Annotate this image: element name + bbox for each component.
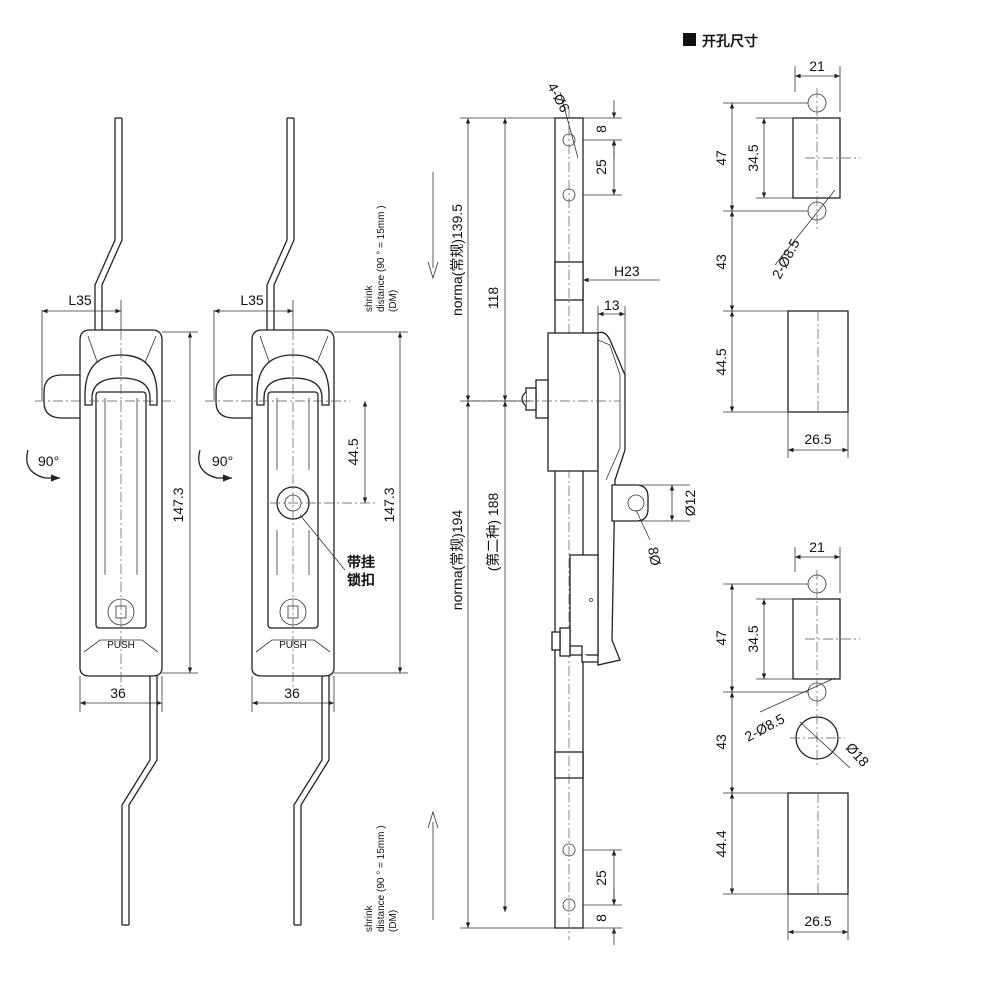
rotation-arrow-icon-1 xyxy=(26,449,60,482)
c1-height-44-5: 44.5 xyxy=(713,348,729,375)
width-36-dim-2: 36 xyxy=(284,685,300,701)
side-view: norma(常规)139.5 118 norma(常规)194 (第二种) 18… xyxy=(449,80,698,945)
l35-dim-1: L35 xyxy=(68,292,92,308)
height-147-dim-1: 147.3 xyxy=(170,487,186,522)
width-36-dim-1: 36 xyxy=(110,685,126,701)
cutout-title: 开孔尺寸 xyxy=(683,33,758,49)
dim-13: 13 xyxy=(604,297,620,313)
shrink-bottom-line3: (DM) xyxy=(388,910,399,932)
dim-25-bottom: 25 xyxy=(593,870,609,886)
shrink-arrow-down-icon xyxy=(427,172,439,280)
l35-dim-2: L35 xyxy=(240,292,264,308)
padlock-callout-line2: 锁扣 xyxy=(347,572,375,588)
h23-dim: H23 xyxy=(614,263,640,279)
c2-height-47: 47 xyxy=(713,630,729,646)
shrink-top-line1: shrink xyxy=(364,284,375,312)
c2-width-21: 21 xyxy=(809,539,825,555)
c1-height-43: 43 xyxy=(713,254,729,270)
c1-width-26-5: 26.5 xyxy=(804,431,831,447)
rotation-90-label-2: 90° xyxy=(212,453,233,469)
second-188-dim: (第二种) 188 xyxy=(485,493,501,572)
c1-height-47: 47 xyxy=(713,150,729,166)
c2-height-34-5: 34.5 xyxy=(745,625,761,652)
dim-8-bottom: 8 xyxy=(593,914,609,922)
shrink-bottom-line1: shrink xyxy=(364,904,375,932)
shrink-top-line2: distance (90 ° = 15mm ) xyxy=(376,205,387,312)
c2-height-43: 43 xyxy=(713,734,729,750)
c2-holes-label: 2-Ø8.5 xyxy=(742,710,787,744)
front-view-1: PUSH L35 36 147.3 90° xyxy=(26,117,198,926)
phi8-dim: 8Ø xyxy=(645,546,664,567)
c1-holes-label: 2-Ø8.5 xyxy=(769,236,803,281)
hasp-44-5-dim: 44.5 xyxy=(345,438,361,465)
norma-139-5-dim: norma(常规)139.5 xyxy=(449,204,465,316)
cutout-2: 21 47 34.5 2-Ø8.5 Ø18 43 44.4 26.5 xyxy=(713,539,873,940)
c1-width-21: 21 xyxy=(809,58,825,74)
shrink-bottom-line2: distance (90 ° = 15mm ) xyxy=(376,825,387,932)
rotation-90-label-1: 90° xyxy=(38,453,59,469)
c1-height-34-5: 34.5 xyxy=(745,144,761,171)
dim-118: 118 xyxy=(485,287,501,310)
c2-height-44-4: 44.4 xyxy=(713,830,729,857)
shrink-arrow-up-icon xyxy=(427,810,439,920)
title-square-icon xyxy=(683,33,696,46)
dim-8-top: 8 xyxy=(593,125,609,133)
front-view-2: PUSH L35 36 44.5 147.3 带挂 锁扣 90° xyxy=(198,117,408,926)
dim-25-top: 25 xyxy=(593,159,609,175)
shrink-note-top: shrink distance (90 ° = 15mm ) (DM) xyxy=(364,172,439,312)
rotation-arrow-icon-2 xyxy=(198,449,232,482)
shrink-note-bottom: shrink distance (90 ° = 15mm ) (DM) xyxy=(364,810,439,932)
cutout-title-text: 开孔尺寸 xyxy=(702,33,758,49)
padlock-callout-line1: 带挂 xyxy=(347,554,375,570)
c2-width-26-5: 26.5 xyxy=(804,913,831,929)
phi12-dim: Ø12 xyxy=(682,490,698,517)
shrink-top-line3: (DM) xyxy=(388,290,399,312)
height-147-dim-2: 147.3 xyxy=(381,487,397,522)
cutout-1: 21 47 34.5 2-Ø8.5 43 44.5 26.5 xyxy=(713,58,860,458)
norma-194-dim: norma(常规)194 xyxy=(449,510,465,611)
